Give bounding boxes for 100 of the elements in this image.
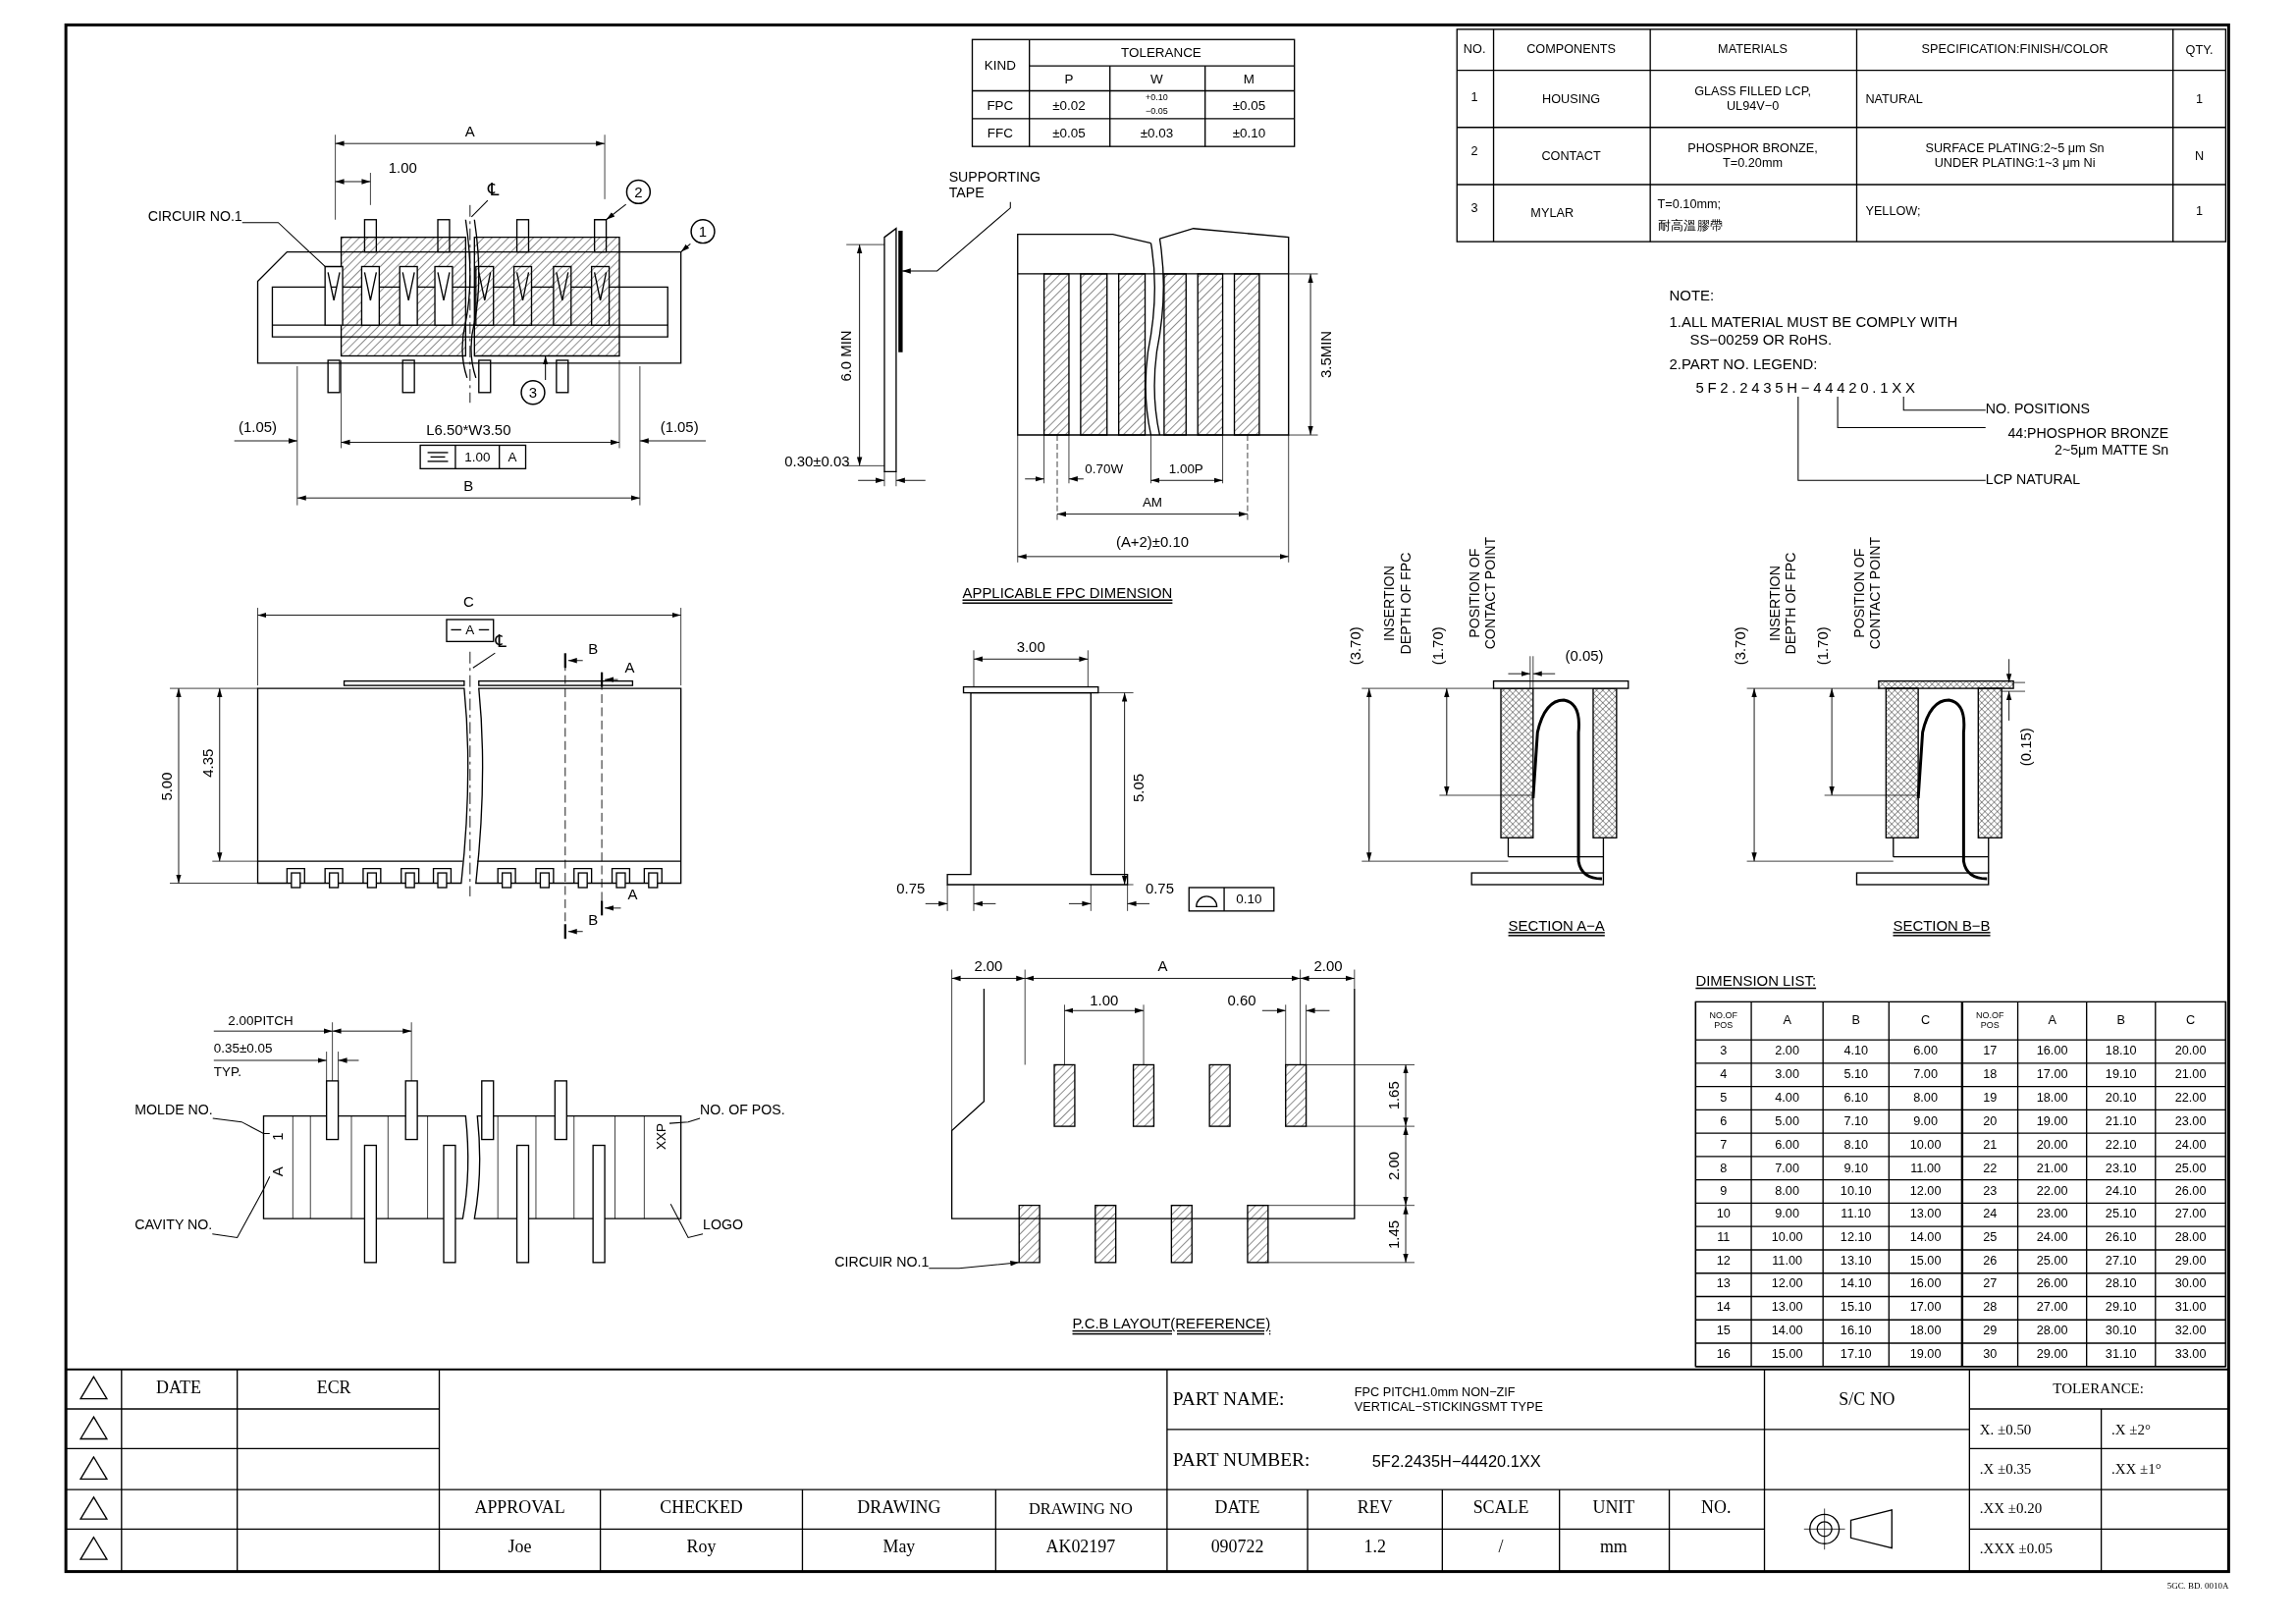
table-text: FPC bbox=[987, 97, 1014, 114]
table-text: 28.00 bbox=[2036, 1324, 2068, 1339]
datum-letter: A bbox=[465, 622, 475, 638]
dimension-text: (1.05) bbox=[239, 419, 278, 437]
table-text: 29 bbox=[1983, 1324, 1998, 1339]
table-text: 5 bbox=[1720, 1091, 1728, 1106]
dimension-text: (1.05) bbox=[660, 419, 699, 437]
title-block-text: Roy bbox=[686, 1538, 717, 1559]
table-text: YELLOW; bbox=[1865, 205, 1921, 220]
callout-label: LOGO bbox=[703, 1217, 743, 1234]
title-block-text: 090722 bbox=[1210, 1538, 1264, 1559]
table-text: ±0.02 bbox=[1052, 97, 1086, 114]
table-text: 10 bbox=[1716, 1208, 1731, 1222]
table-text: 27.00 bbox=[2036, 1301, 2068, 1316]
table-text: A bbox=[2048, 1013, 2056, 1028]
title-block-text: REV bbox=[1357, 1498, 1393, 1519]
table-text: MATERIALS bbox=[1718, 42, 1789, 57]
table-text: NATURAL bbox=[1865, 92, 1923, 107]
title-block-text: Joe bbox=[507, 1538, 532, 1559]
table-text: HOUSING bbox=[1542, 92, 1601, 107]
part-number-text: 5F2.2435H−44420.1XX bbox=[1371, 1452, 1541, 1472]
table-text: 10.10 bbox=[1840, 1184, 1872, 1199]
table-text: 17.00 bbox=[2036, 1067, 2068, 1083]
leader-line bbox=[901, 201, 1011, 274]
table-text: 16.10 bbox=[1840, 1324, 1872, 1339]
callout-label: NO. OF POS. bbox=[700, 1102, 785, 1118]
table-text: SPECIFICATION:FINISH/COLOR bbox=[1921, 42, 2109, 57]
table-text: 耐高溫膠帶 bbox=[1657, 219, 1724, 235]
table-text: 24.00 bbox=[2036, 1230, 2068, 1246]
table-text: 32.00 bbox=[2174, 1324, 2207, 1339]
table-text: 29.00 bbox=[2036, 1347, 2068, 1363]
dimension-text: 1.00 bbox=[1090, 992, 1119, 1009]
callout-label: NO. POSITIONS bbox=[1985, 402, 2091, 418]
title-block-text: .XX ±1° bbox=[2111, 1460, 2162, 1478]
table-text: M bbox=[1243, 71, 1255, 87]
datum-letter: A bbox=[507, 449, 517, 465]
dimension-text: 2.00PITCH bbox=[228, 1013, 294, 1029]
view-title: P.C.B LAYOUT(REFERENCE) bbox=[1072, 1315, 1271, 1333]
title-block-text: DATE bbox=[156, 1378, 201, 1399]
table-text: 10.00 bbox=[1909, 1137, 1942, 1153]
table-text: 12 bbox=[1716, 1254, 1731, 1270]
leader-line bbox=[680, 243, 691, 253]
note-text: 1.ALL MATERIAL MUST BE COMPLY WITH SS−00259 OR RoHS. bbox=[1669, 313, 1959, 349]
title-block-text: X. ±0.50 bbox=[1979, 1421, 2032, 1438]
table-text: 3 bbox=[1470, 202, 1478, 217]
table-text: 4 bbox=[1720, 1067, 1728, 1083]
table-text: 8.10 bbox=[1843, 1137, 1869, 1153]
table-text: 23 bbox=[1983, 1184, 1998, 1199]
title-block-text: DRAWING NO bbox=[1029, 1499, 1133, 1518]
table-text: 26.00 bbox=[2036, 1277, 2068, 1292]
supporting-tape bbox=[898, 231, 903, 352]
title-block-text: AK02197 bbox=[1045, 1538, 1116, 1559]
dimension-text: 2.00 bbox=[1313, 957, 1343, 976]
table-text: B bbox=[2116, 1013, 2125, 1028]
leader-line bbox=[212, 1117, 271, 1135]
table-text: 6.00 bbox=[1913, 1044, 1938, 1059]
cavity-mark: A bbox=[269, 1166, 287, 1177]
view-title: DIMENSION LIST: bbox=[1695, 972, 1817, 990]
dimension-text: 0.35±0.05 bbox=[213, 1041, 273, 1056]
table-text: 14.00 bbox=[1909, 1230, 1942, 1246]
title-block-text: SCALE bbox=[1472, 1498, 1529, 1519]
leader-line bbox=[543, 354, 549, 381]
table-text: 24.10 bbox=[2105, 1184, 2137, 1199]
table-text: 3.00 bbox=[1775, 1067, 1799, 1083]
table-text: 11.00 bbox=[1772, 1254, 1803, 1270]
section-letter: B bbox=[588, 640, 599, 658]
dimension-text: B bbox=[463, 477, 474, 495]
dimension-text: 5.05 bbox=[1130, 774, 1148, 803]
table-text: 14 bbox=[1716, 1301, 1731, 1316]
table-text: 4.10 bbox=[1843, 1044, 1869, 1059]
table-text: 5.10 bbox=[1843, 1067, 1869, 1083]
table-text: 16.00 bbox=[1909, 1277, 1942, 1292]
leader-line bbox=[668, 1117, 701, 1124]
table-text: 10.00 bbox=[1771, 1230, 1803, 1246]
dimension-text: AM bbox=[1142, 494, 1163, 511]
table-text: 7.00 bbox=[1913, 1067, 1938, 1083]
table-text: 9.00 bbox=[1775, 1208, 1799, 1222]
table-text: 16 bbox=[1716, 1347, 1731, 1363]
table-text: 27.10 bbox=[2105, 1254, 2137, 1270]
table-text: 19 bbox=[1983, 1091, 1998, 1106]
callout-label: LCP NATURAL bbox=[1985, 472, 2081, 489]
dimension-text: 2.00 bbox=[1385, 1151, 1403, 1180]
dimension-text: C bbox=[462, 593, 474, 611]
table-text: 17.10 bbox=[1840, 1347, 1872, 1363]
part-number-text: 5F2.2435H−44420.1XX bbox=[1695, 379, 1919, 397]
title-block-text: S/C NO bbox=[1839, 1389, 1896, 1411]
table-text: 19.00 bbox=[2036, 1114, 2068, 1129]
dimension-text: 0.30±0.03 bbox=[784, 453, 850, 470]
table-text: 9.10 bbox=[1843, 1161, 1869, 1176]
table-text: MYLAR bbox=[1530, 206, 1575, 222]
title-block-text: DATE bbox=[1214, 1498, 1260, 1519]
dimension-text: TYP. bbox=[213, 1064, 241, 1080]
table-text: 21 bbox=[1983, 1137, 1998, 1153]
table-text: 19.10 bbox=[2105, 1067, 2137, 1083]
leader-line bbox=[211, 1175, 271, 1239]
table-text: ±0.05 bbox=[1052, 126, 1086, 141]
table-text: PHOSPHOR BRONZE, T=0.20mm bbox=[1686, 142, 1819, 172]
solder-pad bbox=[1018, 1205, 1041, 1264]
table-text: KIND bbox=[984, 58, 1016, 74]
leader-line bbox=[669, 1203, 704, 1239]
